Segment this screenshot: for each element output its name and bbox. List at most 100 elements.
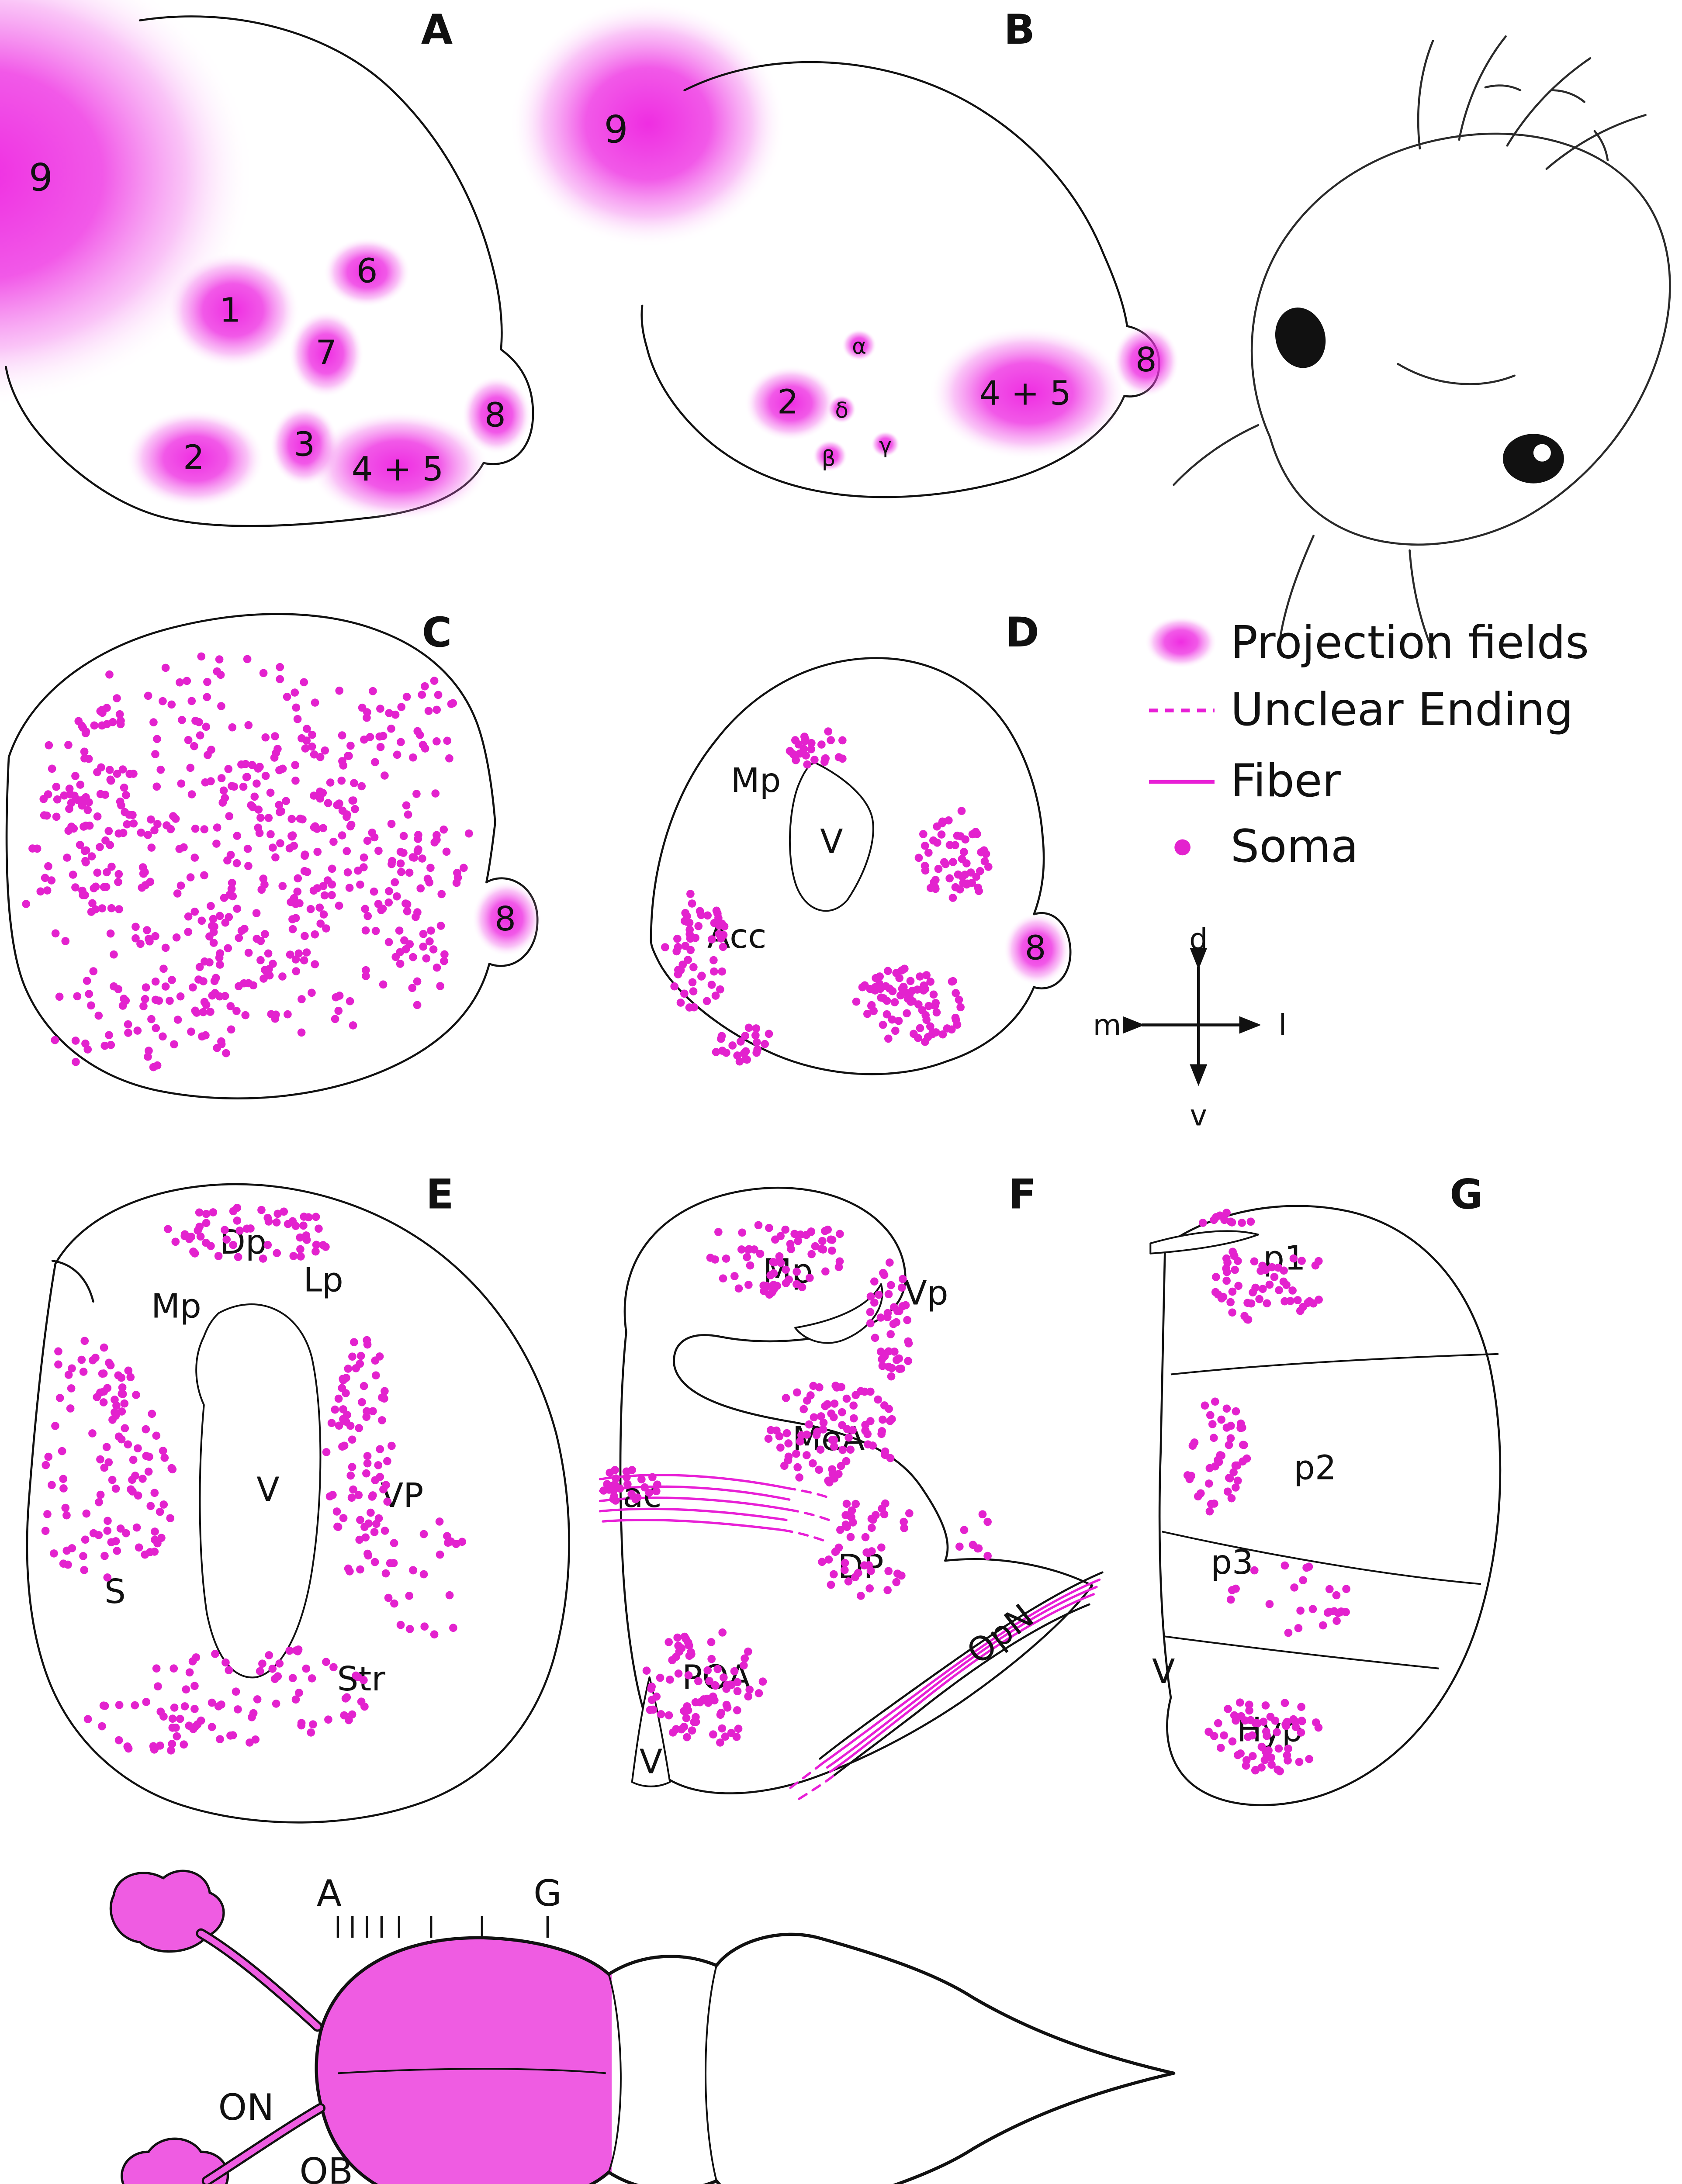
soma-dot: [284, 1010, 292, 1019]
soma-dot: [64, 741, 73, 749]
soma-dot: [102, 1443, 111, 1451]
soma-dot: [916, 972, 924, 981]
soma-dot: [737, 1245, 746, 1254]
soma-dot: [68, 1364, 76, 1373]
soma-dot: [106, 841, 114, 849]
soma-dot: [80, 1566, 89, 1574]
soma-dot: [232, 1007, 241, 1015]
soma-dot: [151, 977, 160, 986]
soma-dot: [403, 900, 412, 909]
soma-dot: [337, 776, 346, 785]
soma-dot: [202, 1001, 211, 1009]
soma-dot: [291, 761, 300, 769]
soma-dot: [280, 1207, 288, 1216]
soma-dot: [106, 929, 115, 938]
soma-dot: [260, 975, 268, 983]
soma-dot: [144, 831, 152, 839]
soma-dot: [710, 967, 718, 976]
soma-dot: [685, 919, 694, 927]
soma-dot: [430, 677, 439, 685]
soma-dot: [762, 1282, 771, 1291]
soma-dot: [440, 950, 449, 959]
soma-dot: [190, 907, 199, 916]
soma-dot: [751, 1031, 760, 1040]
soma-dot: [360, 853, 368, 862]
soma-dot: [285, 844, 294, 853]
soma-dot: [152, 782, 161, 791]
soma-dot: [153, 735, 161, 743]
soma-dot: [1225, 1474, 1233, 1482]
soma-dot: [324, 799, 332, 807]
soma-dot: [253, 779, 261, 788]
soma-dot: [253, 934, 261, 943]
soma-dot: [154, 1682, 162, 1691]
soma-dot: [391, 878, 399, 887]
soma-dot: [830, 1570, 838, 1579]
soma-dot: [58, 1447, 66, 1455]
soma-dot: [819, 1425, 827, 1434]
soma-dot: [1236, 1698, 1244, 1707]
soma-dot: [1211, 1273, 1220, 1281]
soma-dot: [861, 1420, 869, 1429]
soma-dot: [888, 1015, 896, 1024]
soma-dot: [793, 1463, 802, 1472]
soma-dot: [370, 887, 378, 896]
soma-dot: [265, 965, 273, 974]
soma-dot: [338, 806, 347, 815]
soma-dot: [132, 934, 140, 943]
soma-dot: [363, 1407, 371, 1416]
soma-dot: [215, 912, 224, 920]
soma-dot: [51, 1036, 59, 1044]
soma-dot: [142, 1698, 151, 1706]
soma-dot: [111, 1408, 119, 1417]
soma-dot: [301, 932, 309, 940]
soma-dot: [434, 691, 443, 699]
soma-dot: [129, 770, 138, 778]
soma-dot: [196, 731, 204, 740]
soma-dot: [664, 1638, 673, 1646]
soma-dot: [1222, 1254, 1231, 1263]
soma-dot: [107, 776, 115, 785]
soma-dot: [824, 1555, 833, 1564]
soma-dot: [344, 1365, 353, 1373]
soma-dot: [152, 1664, 161, 1673]
soma-dot: [821, 754, 830, 763]
soma-dot: [344, 1564, 353, 1573]
soma-dot: [897, 1365, 905, 1373]
soma-dot: [209, 928, 218, 936]
soma-dot: [883, 996, 891, 1005]
soma-dot: [302, 736, 311, 745]
soma-dot: [96, 1490, 105, 1499]
soma-dot: [1226, 1434, 1235, 1443]
soma-dot: [883, 1313, 892, 1321]
soma-dot: [346, 822, 355, 831]
soma-dot: [81, 729, 90, 737]
soma-dot: [232, 1687, 240, 1696]
soma-dot: [110, 982, 118, 991]
soma-dot: [227, 1025, 235, 1034]
soma-dot: [338, 1384, 346, 1393]
soma-dot: [440, 957, 448, 965]
ac-fiber-bundle: [599, 1474, 834, 1543]
soma-dot: [147, 815, 155, 824]
soma-dot: [217, 1700, 225, 1709]
soma-dot: [82, 821, 90, 830]
soma-dot: [881, 982, 890, 991]
soma-dot: [78, 801, 87, 810]
soma-dot: [405, 868, 414, 877]
soma-dot: [381, 1387, 389, 1396]
soma-dot: [718, 1724, 727, 1733]
soma-dot: [329, 837, 338, 846]
soma-dot: [900, 1517, 908, 1526]
soma-dot: [831, 1548, 840, 1556]
soma-dot: [107, 904, 116, 912]
soma-dot: [722, 1254, 730, 1263]
soma-dot: [234, 1705, 242, 1714]
soma-dot: [419, 1530, 428, 1538]
soma-dot: [229, 1241, 238, 1249]
soma-dot: [684, 1671, 693, 1679]
axolotl-limb-2: [1409, 549, 1437, 659]
projection-field-b8: [1112, 325, 1180, 397]
soma-dot: [375, 1352, 384, 1361]
soma-dot: [976, 867, 984, 875]
